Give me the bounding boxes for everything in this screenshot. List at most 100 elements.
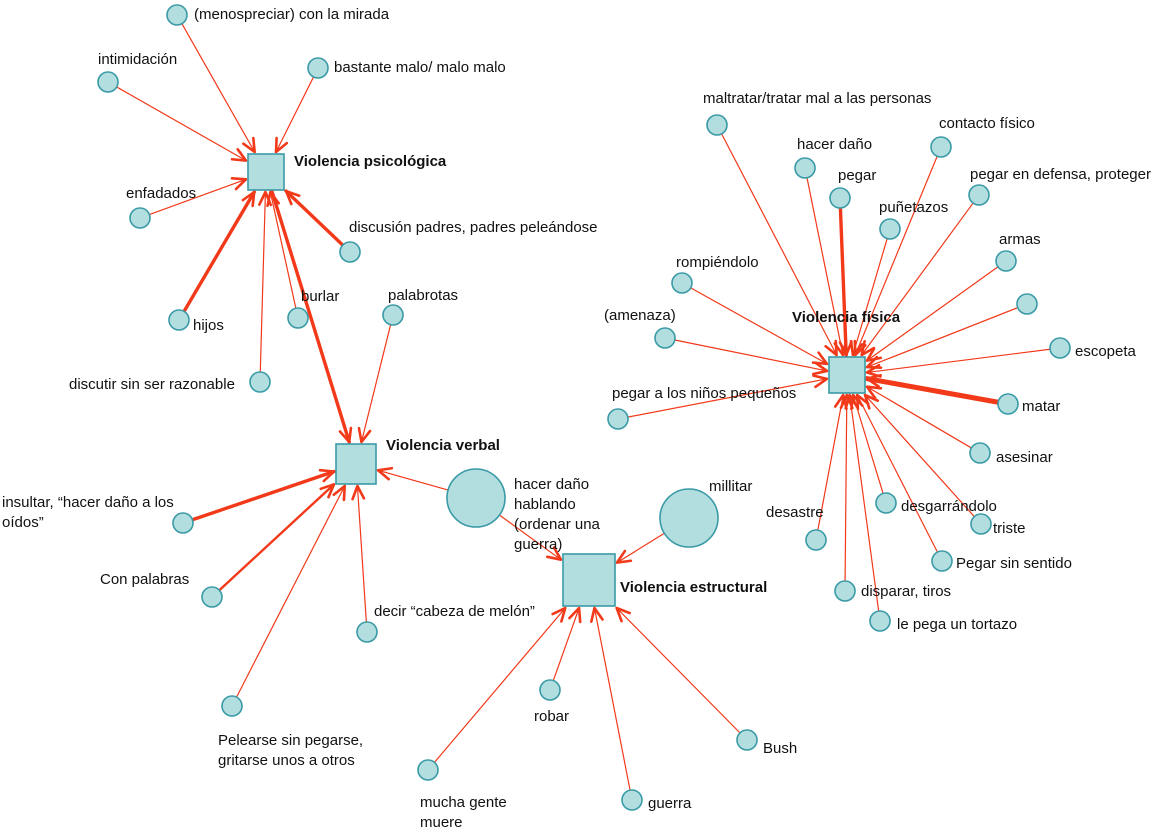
node-label-line: puñetazos (879, 199, 948, 216)
hub-square-fisica (828, 356, 866, 394)
node-label-f17: triste (993, 520, 1026, 537)
node-circle-f17 (970, 513, 992, 535)
node-circle-f2 (794, 157, 816, 179)
node-label-f3: contacto físico (939, 115, 1035, 132)
node-circle-f8 (671, 272, 693, 294)
node-label-p7: burlar (301, 288, 339, 305)
edge-p5 (182, 190, 256, 314)
hub-label-fisica: Violencia física (792, 309, 901, 326)
node-label-p2: intimidación (98, 51, 177, 68)
node-label-line: le pega un tortazo (897, 616, 1017, 633)
edge-e1 (498, 514, 563, 561)
node-label-line: bastante malo/ malo malo (334, 59, 506, 76)
edge-v1 (357, 324, 392, 444)
node-label-line: desgarrándolo (901, 498, 997, 515)
node-label-f4: pegar (838, 167, 876, 184)
node-label-e6: Bush (763, 740, 797, 757)
node-label-line: muere (420, 814, 463, 831)
node-label-line: (amenaza) (604, 307, 676, 324)
node-label-f6: puñetazos (879, 199, 948, 216)
edge-link-psicologica-verbal (269, 187, 353, 444)
node-label-e3: robar (534, 708, 569, 725)
node-label-f11: escopeta (1075, 343, 1137, 360)
edge-f18 (855, 393, 939, 553)
node-label-line: intimidación (98, 51, 177, 68)
edge-p1 (181, 23, 256, 154)
node-label-line: Bush (763, 740, 797, 757)
node-label-line: pegar (838, 167, 876, 184)
node-label-f14: asesinar (996, 449, 1053, 466)
node-circle-f13 (997, 393, 1019, 415)
node-circle-f20 (869, 610, 891, 632)
edge-f10 (674, 339, 829, 376)
edge-p2 (116, 86, 248, 162)
node-label-line: hijos (193, 317, 224, 334)
node-circle-e5 (621, 789, 643, 811)
node-circle-e3 (539, 679, 561, 701)
node-label-f7: armas (999, 231, 1041, 248)
node-label-line: enfadados (126, 185, 196, 202)
node-circle-p4 (129, 207, 151, 229)
node-circle-e2 (659, 488, 719, 548)
node-label-line: pegar a los niños pequeños (612, 385, 796, 402)
node-label-line: Pegar sin sentido (956, 555, 1072, 572)
node-label-line: Con palabras (100, 571, 189, 588)
node-circle-f9 (1016, 293, 1038, 315)
hub-label-estructural: Violencia estructural (620, 579, 767, 596)
edge-p6 (284, 189, 345, 247)
node-circle-e4 (417, 759, 439, 781)
node-circle-f6 (879, 218, 901, 240)
edge-f20 (844, 393, 880, 612)
edge-f11 (865, 348, 1051, 378)
node-circle-f7 (995, 250, 1017, 272)
node-circle-p7 (287, 307, 309, 329)
edge-f4 (838, 206, 853, 357)
node-label-v1: palabrotas (388, 287, 458, 304)
node-circle-p6 (339, 241, 361, 263)
node-label-line: discutir sin ser razonable (69, 376, 235, 393)
node-label-line: oídos” (2, 514, 44, 531)
edge-v5 (235, 484, 347, 698)
node-label-f15: desastre (766, 504, 824, 521)
node-circle-f14 (969, 442, 991, 464)
node-label-line: pegar en defensa, proteger (970, 166, 1151, 183)
node-label-p1: (menospreciar) con la mirada (194, 6, 390, 23)
node-label-v5: Pelearse sin pegarse,gritarse unos a otr… (218, 732, 363, 769)
node-circle-p2 (97, 71, 119, 93)
node-label-line: matar (1022, 398, 1060, 415)
node-label-f13: matar (1022, 398, 1060, 415)
node-label-line: decir “cabeza de melón” (374, 603, 535, 620)
edge-f14 (865, 385, 972, 449)
edge-v3 (218, 483, 336, 592)
node-label-line: hacer daño (797, 136, 872, 153)
node-circle-f1 (706, 114, 728, 136)
edges-layer (116, 23, 1051, 791)
hub-label-verbal: Violencia verbal (386, 437, 500, 454)
node-circle-p3 (307, 57, 329, 79)
node-label-f2: hacer daño (797, 136, 872, 153)
node-circle-f11 (1049, 337, 1071, 359)
edge-f12 (627, 374, 829, 418)
node-label-f12: pegar a los niños pequeños (612, 385, 796, 402)
node-circle-e6 (736, 729, 758, 751)
edge-e2 (615, 532, 665, 564)
edge-e3 (552, 606, 582, 682)
node-label-p8: discutir sin ser razonable (69, 376, 235, 393)
node-label-line: rompiéndolo (676, 254, 759, 271)
node-label-line: (ordenar una (514, 516, 601, 533)
node-label-line: (menospreciar) con la mirada (194, 6, 390, 23)
node-label-line: gritarse unos a otros (218, 752, 355, 769)
node-circle-v4 (356, 621, 378, 643)
node-circle-f10 (654, 327, 676, 349)
node-label-v3: Con palabras (100, 571, 189, 588)
node-label-f19: disparar, tiros (861, 583, 951, 600)
node-label-line: triste (993, 520, 1026, 537)
edge-f13 (864, 373, 1001, 405)
edge-f19 (839, 393, 854, 582)
node-circle-p8 (249, 371, 271, 393)
hub-square-psicologica (247, 153, 285, 191)
node-label-v4: decir “cabeza de melón” (374, 603, 535, 620)
